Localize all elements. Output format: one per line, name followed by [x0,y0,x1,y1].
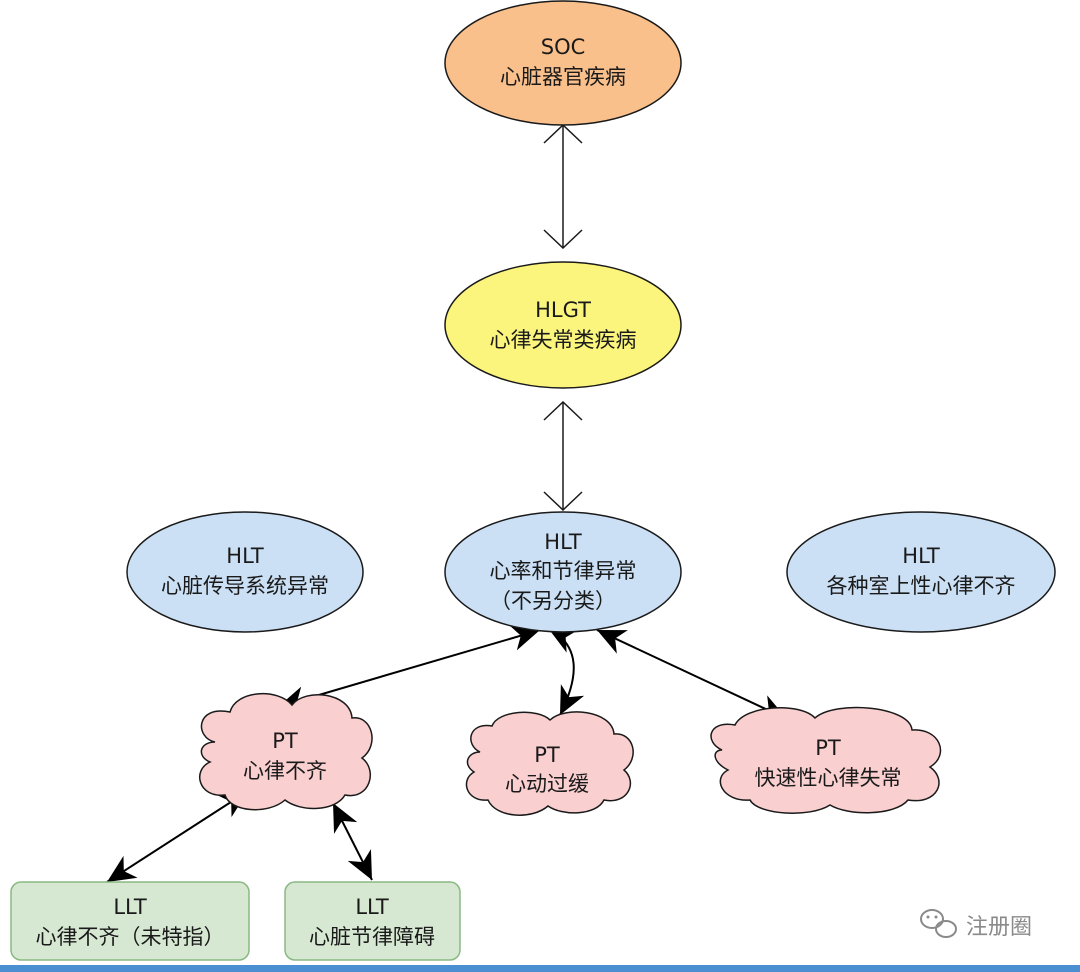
llt-left-level-label: LLT [113,895,147,919]
llt-left-name-label: 心律不齐（未特指） [36,925,225,949]
hlt-center-level-label: HLT [544,530,582,554]
pt-left-node: PT 心律不齐 [199,693,373,811]
hlt-right-ellipse [786,511,1056,633]
llt-left-node: LLT 心律不齐（未特指） [10,881,250,961]
llt-right-node: LLT 心脏节律障碍 [284,881,461,961]
pt-center-cloud [465,711,634,816]
hlt-left-level-label: HLT [226,544,264,568]
hlt-right-name-label: 各种室上性心律不齐 [827,574,1016,598]
wechat-icon [920,909,957,938]
hlt-pt-right-connector [596,629,788,720]
watermark-text: 注册圈 [966,915,1032,940]
pt-right-level-label: PT [815,736,841,760]
soc-level-label: SOC [541,35,586,59]
pt-right-node: PT 快速性心律失常 [710,706,942,814]
pt-llt-left-connector [106,790,249,883]
hlt-pt-center-connector [547,627,585,716]
soc-name-label: 心脏器官疾病 [500,65,626,89]
pt-left-cloud [199,693,373,811]
pt-left-level-label: PT [272,729,298,753]
hlt-right-level-label: HLT [902,544,940,568]
hlgt-name-label: 心律失常类疾病 [490,328,637,352]
pt-center-name-label: 心动过缓 [505,772,589,796]
hlgt-node: HLGT 心律失常类疾病 [444,261,682,389]
hlt-left-node: HLT 心脏传导系统异常 [126,511,364,633]
bottom-border [0,965,1080,972]
hlt-right-node: HLT 各种室上性心律不齐 [786,511,1056,633]
hlt-center-name2-label: （不另分类） [490,589,616,613]
llt-right-box [284,881,461,961]
llt-right-level-label: LLT [355,895,389,919]
pt-center-level-label: PT [534,743,560,767]
pt-llt-right-connector [332,802,373,881]
pt-right-cloud [710,706,942,814]
hlgt-level-label: HLGT [535,298,591,322]
soc-node: SOC 心脏器官疾病 [444,0,682,126]
llt-left-box [10,881,250,961]
pt-left-name-label: 心律不齐 [243,759,327,783]
pt-center-node: PT 心动过缓 [465,711,634,816]
hlt-left-ellipse [126,511,364,633]
hlgt-ellipse [444,261,682,389]
hlt-center-ellipse [444,511,682,633]
hlt-left-name-label: 心脏传导系统异常 [161,574,329,598]
llt-right-name-label: 心脏节律障碍 [309,925,435,949]
hlt-center-name-label: 心率和节律异常 [490,559,637,583]
soc-ellipse [444,0,682,126]
hlt-center-node: HLT 心率和节律异常 （不另分类） [444,511,682,633]
watermark: 注册圈 [920,909,1032,940]
pt-right-name-label: 快速性心律失常 [755,766,902,790]
